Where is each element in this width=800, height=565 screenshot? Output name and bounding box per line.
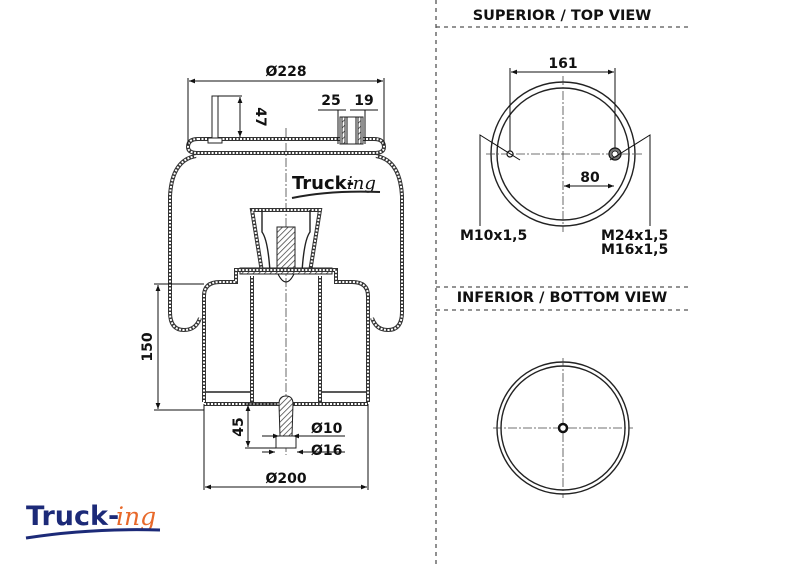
leader-right — [609, 134, 651, 226]
dim-port-width-19: 19 — [354, 93, 373, 109]
dim-bottom-stud-diameter-16: Ø16 — [311, 443, 342, 459]
leader-left — [479, 134, 521, 226]
dim-piston-diameter: Ø200 — [265, 471, 306, 487]
side-dimensions — [154, 78, 385, 490]
dim-stud-spacing: 161 — [548, 56, 577, 72]
logo-swoosh — [25, 528, 161, 540]
air-port-fitting — [339, 116, 364, 145]
bottom-view-title: INFERIOR / BOTTOM VIEW — [457, 290, 668, 306]
bumper-hatched-core — [276, 226, 296, 272]
top-plate — [185, 95, 387, 155]
top-view: SUPERIOR / TOP VIEW 161 80 M10x1,5 M24x1… — [460, 8, 668, 258]
dim-piston-height: 150 — [140, 332, 156, 361]
dim-port-offset: 80 — [580, 170, 600, 186]
watermark-suffix-text: ing — [347, 173, 376, 194]
watermark-logo: Truck- ing — [291, 173, 381, 199]
top-view-title: SUPERIOR / TOP VIEW — [473, 8, 652, 24]
brand-logo: Truck- ing — [25, 501, 161, 540]
logo-suffix-text: ing — [116, 502, 156, 531]
thread-label-right-1: M24x1,5 — [601, 228, 668, 244]
bottom-view: INFERIOR / BOTTOM VIEW — [457, 290, 668, 498]
bottom-stud-hole — [557, 422, 569, 434]
dim-port-width-25: 25 — [321, 93, 340, 109]
piston — [202, 268, 370, 449]
watermark-main-text: Truck- — [292, 173, 354, 194]
dim-stud-height: 47 — [252, 107, 268, 126]
side-view: Ø228 47 25 19 150 45 Ø10 Ø16 Ø200 Truck-… — [140, 64, 404, 490]
rubber-bellow — [168, 154, 404, 333]
view-separators — [435, 0, 688, 565]
dim-bottom-stud-length: 45 — [231, 417, 247, 436]
watermark-swoosh — [291, 190, 381, 199]
logo-main-text: Truck- — [26, 501, 119, 532]
thread-label-right-2: M16x1,5 — [601, 242, 668, 258]
dim-top-plate-diameter: Ø228 — [265, 64, 306, 80]
thread-label-left: M10x1,5 — [460, 228, 527, 244]
dim-bottom-stud-diameter-10: Ø10 — [311, 421, 343, 437]
bottom-stud — [278, 395, 294, 437]
top-left-stud — [211, 95, 219, 143]
